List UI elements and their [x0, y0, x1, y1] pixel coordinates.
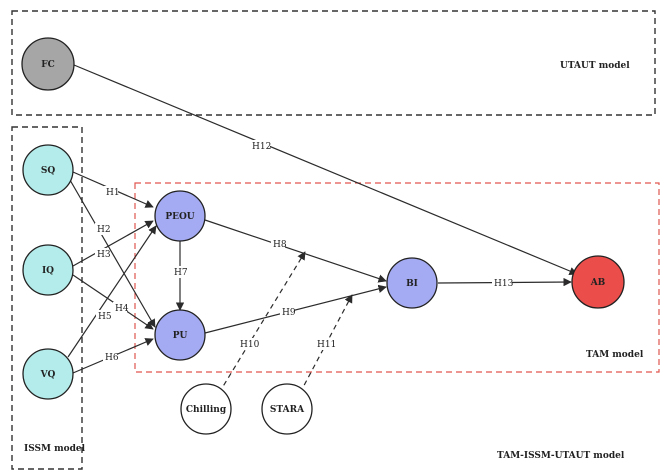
node-pu: PU — [154, 309, 206, 361]
label-h11: H11 — [317, 340, 336, 350]
issm-group-box — [11, 126, 83, 470]
label-h4: H4 — [115, 304, 129, 314]
node-peou: PEOU — [154, 190, 206, 242]
utaut-group-label: UTAUT model — [560, 61, 630, 71]
label-h7: H7 — [174, 268, 188, 278]
label-h13: H13 — [494, 279, 514, 289]
label-h10: H10 — [240, 340, 260, 350]
combined-model-label: TAM-ISSM-UTAUT model — [497, 451, 625, 461]
utaut-group-box — [11, 10, 656, 116]
node-chilling: Chilling — [180, 383, 232, 435]
label-h8: H8 — [273, 240, 287, 250]
label-h12: H12 — [252, 142, 271, 152]
edge-pu-bi — [204, 284, 387, 334]
tam-group-label: TAM model — [586, 350, 644, 360]
label-h6: H6 — [105, 353, 119, 363]
edge-fc-ab — [73, 64, 578, 275]
node-fc-label: FC — [41, 60, 55, 70]
issm-group-label: ISSM model — [24, 444, 86, 454]
node-bi-label: BI — [406, 279, 418, 289]
node-sq: SQ — [22, 144, 74, 196]
node-peou-label: PEOU — [165, 212, 194, 222]
label-h5: H5 — [98, 312, 112, 322]
edge-iq-peou — [72, 220, 154, 267]
node-stara: STARA — [261, 383, 313, 435]
node-ab: AB — [571, 255, 625, 309]
edges — [67, 64, 578, 374]
node-vq: VQ — [22, 348, 74, 400]
node-fc: FC — [21, 37, 75, 91]
label-h1: H1 — [106, 188, 120, 198]
edge-peou-bi — [204, 219, 387, 283]
node-iq: IQ — [22, 244, 74, 296]
label-h2: H2 — [97, 225, 111, 235]
node-iq-label: IQ — [42, 266, 54, 276]
node-pu-label: PU — [173, 331, 188, 341]
tam-group-box — [134, 182, 660, 373]
node-ab-label: AB — [590, 278, 606, 288]
label-h3: H3 — [97, 250, 111, 260]
node-stara-label: STARA — [270, 405, 305, 415]
edge-sq-pu — [69, 179, 156, 328]
node-chilling-label: Chilling — [186, 405, 227, 415]
node-vq-label: VQ — [40, 370, 56, 380]
node-sq-label: SQ — [41, 166, 55, 176]
edge-vq-peou — [67, 225, 157, 358]
edge-chilling-h8 — [218, 251, 306, 394]
node-bi: BI — [386, 257, 438, 309]
label-h9: H9 — [282, 308, 296, 318]
edge-labels: H1 H2 H3 H4 H5 H6 H7 H8 H9 H10 H11 H12 H… — [95, 140, 514, 363]
